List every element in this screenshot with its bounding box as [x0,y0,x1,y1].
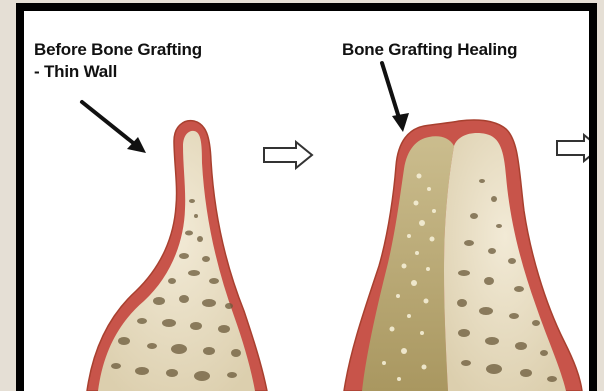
healing-label: Bone Grafting Healing [342,39,517,61]
process-arrow-icon-2 [557,135,589,161]
graft-material [362,136,454,391]
thin-wall-label: - Thin Wall [34,61,117,83]
arrow-pointer-icon-2 [382,63,409,132]
arrow-pointer-icon [82,102,146,153]
process-arrow-icon [264,142,312,168]
before-grafting-label: Before Bone Grafting [34,39,202,61]
before-ridge [87,121,267,391]
black-border: Before Bone Grafting - Thin Wall Bone Gr… [16,3,597,391]
healing-ridge [344,120,582,391]
illustration-panel: Before Bone Grafting - Thin Wall Bone Gr… [24,11,589,391]
